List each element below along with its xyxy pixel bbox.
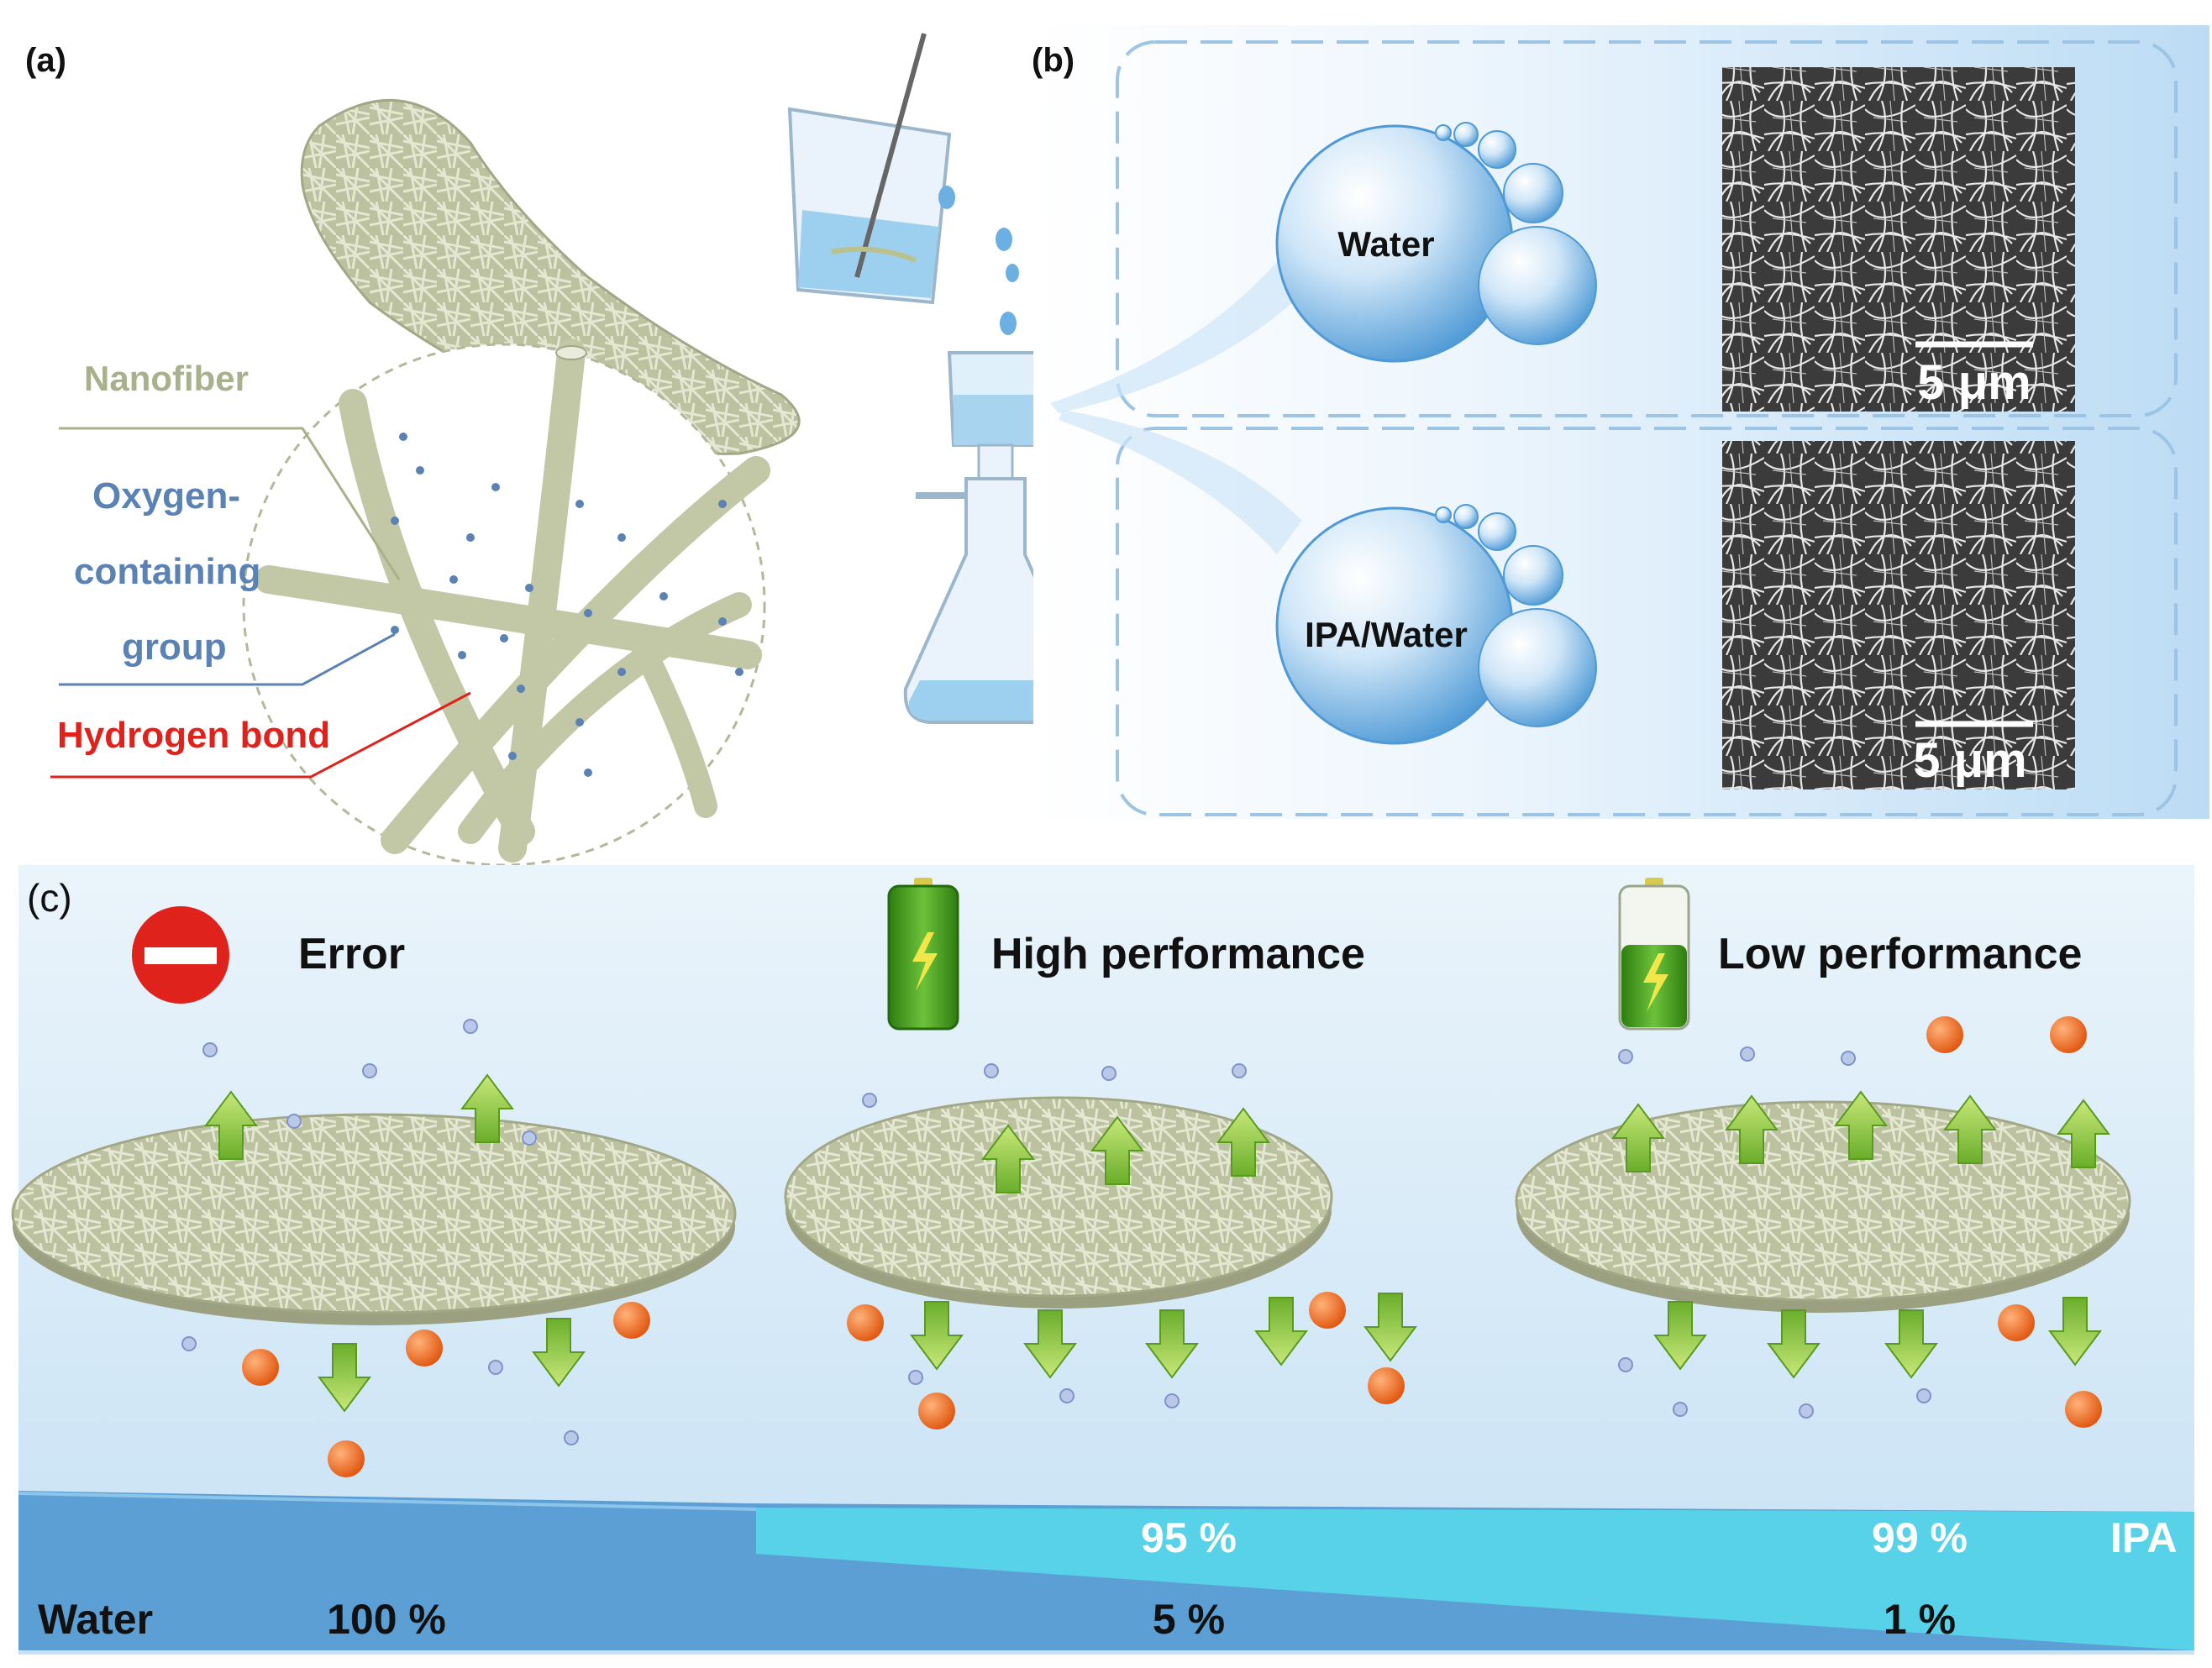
- legend-hydrogen-bond: Hydrogen bond: [57, 715, 330, 756]
- sem-image-ipa-water: [1722, 441, 2075, 789]
- hydrogen-leader: [50, 691, 471, 779]
- full-battery-icon: [887, 878, 959, 1031]
- particles-error: [181, 1019, 650, 1477]
- state-label-high-performance: High performance: [991, 930, 1365, 978]
- beam-lower: [1059, 410, 1302, 554]
- water-value-5: 5 %: [1153, 1596, 1225, 1643]
- ipa-label: IPA: [2110, 1514, 2178, 1561]
- water-value-1: 1 %: [1884, 1596, 1956, 1643]
- scale-bar-label-water: 5 μm: [1917, 355, 2031, 410]
- nanofiber-leader: [59, 427, 401, 580]
- membrane-disk-error: [11, 1074, 737, 1412]
- ipa-value-99: 99 %: [1872, 1514, 1968, 1561]
- legend-oxygen-line3: group: [122, 627, 227, 668]
- panel-b-label: (b): [1032, 42, 1074, 79]
- row-frame-ipa: [1116, 427, 2178, 816]
- membrane-sheet: [300, 99, 801, 455]
- beaker-icon: [787, 33, 952, 305]
- membrane-disk-high-performance: [784, 1096, 1416, 1378]
- half-battery-icon: [1618, 878, 1690, 1031]
- membrane-disk-low-performance: [1515, 1091, 2131, 1378]
- solvent-label-water: Water: [1337, 224, 1434, 264]
- panel-a-label: (a): [25, 42, 66, 79]
- sem-image-water: [1722, 67, 2075, 412]
- solvent-gradient-bar: [18, 1491, 2194, 1650]
- panel-b: (b) Water IPA/Water 5 μm: [1032, 25, 2209, 819]
- bubble-water: [1275, 122, 1597, 363]
- droplets-icon: [938, 186, 1019, 335]
- scale-bar-label-ipa-water: 5 μm: [1913, 733, 2026, 788]
- water-value-100: 100 %: [327, 1596, 446, 1643]
- water-label: Water: [38, 1596, 153, 1643]
- solvent-label-ipa-water: IPA/Water: [1305, 615, 1468, 654]
- ipa-value-95: 95 %: [1141, 1514, 1237, 1561]
- oxygen-leader: [59, 632, 396, 686]
- no-entry-icon: [132, 906, 229, 1004]
- particles-low-performance: [1618, 1016, 2102, 1428]
- panel-c: (c) Error High performance Low performan…: [11, 865, 2194, 1655]
- legend-nanofiber: Nanofiber: [84, 359, 249, 398]
- bubble-ipa-water: [1275, 504, 1597, 745]
- state-label-error: Error: [298, 930, 405, 978]
- legend-oxygen-line1: Oxygen-: [92, 475, 240, 517]
- panel-a: (a): [25, 33, 1086, 867]
- row-frame-water: [1116, 40, 2178, 417]
- panel-c-label: (c): [27, 876, 72, 920]
- state-label-low-performance: Low performance: [1718, 930, 2082, 978]
- particles-high-performance: [847, 1063, 1405, 1429]
- legend-oxygen-line2: containing: [74, 551, 260, 592]
- magnified-fibers-circle: [242, 338, 770, 867]
